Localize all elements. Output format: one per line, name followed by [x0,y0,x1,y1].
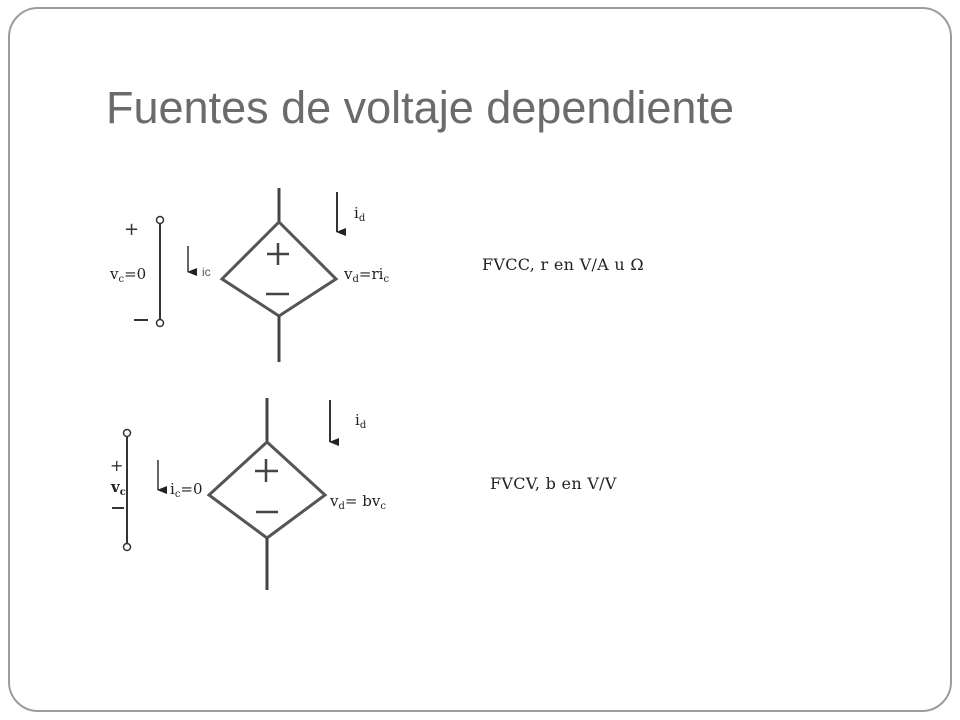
diagram2-vd-label: vd= bvc [330,492,386,512]
diagram2-id-label: id [355,411,367,431]
diagram1-dependent-source [219,188,339,362]
diagram1-id-label: id [354,204,366,224]
diagram2-vc-label: vc [111,478,126,498]
slide-title: Fuentes de voltaje dependiente [106,82,734,133]
diagram2-ic-label: ic=0 [170,480,203,500]
diagram2-dependent-source [206,398,328,590]
diagram1-ic-image-label: ic [202,265,211,279]
diagram1-description: FVCC, r en V/A u Ω [482,255,644,274]
diagram2-description: FVCV, b en V/V [490,474,617,493]
svg-text:+: + [124,219,139,240]
svg-text:+: + [110,456,123,475]
diagram2-control-branch: + [110,428,132,552]
slide-frame [8,7,952,712]
diagram1-vd-label: vd=ric [344,265,390,285]
diagram1-vc-label: vc=0 [110,265,147,285]
diagram1-control-branch: + [124,215,165,328]
